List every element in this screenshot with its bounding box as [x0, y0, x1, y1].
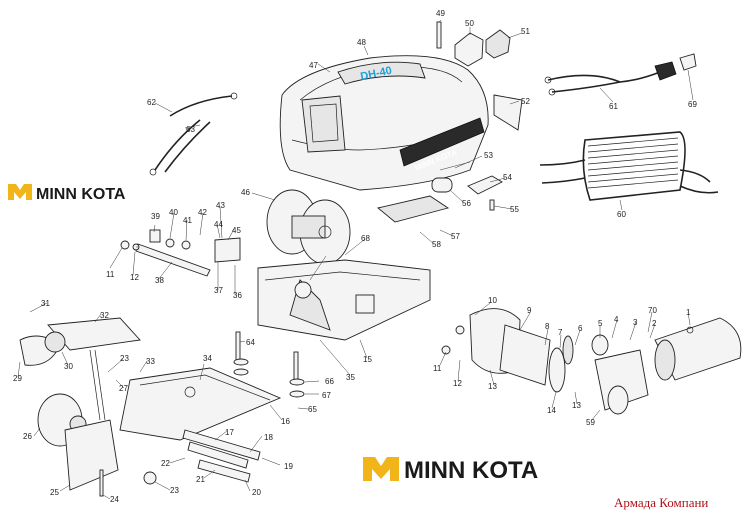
callout-33: 33: [146, 357, 155, 366]
callout-47: 47: [309, 61, 318, 70]
callout-42: 42: [198, 208, 207, 217]
callout-29: 29: [13, 374, 22, 383]
callout-62: 62: [147, 98, 156, 107]
watermark-text: Армада Компани: [614, 495, 708, 510]
callout-12: 12: [130, 273, 139, 282]
callout-10: 10: [488, 296, 497, 305]
callout-67: 67: [322, 391, 331, 400]
callout-57: 57: [451, 232, 460, 241]
callout-48: 48: [357, 38, 366, 47]
callout-11: 11: [106, 270, 115, 279]
callout-53: 53: [484, 151, 493, 160]
callout-35: 35: [346, 373, 355, 382]
callout-22: 22: [161, 459, 170, 468]
callout-3: 3: [633, 318, 638, 327]
callout-18: 18: [264, 433, 273, 442]
callout-49: 49: [436, 9, 445, 18]
callout-7: 7: [558, 328, 563, 337]
callout-45: 45: [232, 226, 241, 235]
callout-44: 44: [214, 220, 223, 229]
callout-41: 41: [183, 216, 192, 225]
callout-66: 66: [325, 377, 334, 386]
minn-kota-logo-text: MINN KOTA: [36, 186, 126, 203]
callout-15: 15: [363, 355, 372, 364]
switch-board-parts: [377, 161, 503, 223]
callout-25: 25: [50, 488, 59, 497]
minn-kota-logo-text: MINN KOTA: [404, 457, 538, 484]
callout-1: 1: [686, 308, 691, 317]
callout-51: 51: [521, 27, 530, 36]
callout-23: 23: [170, 486, 179, 495]
callout-38: 38: [155, 276, 164, 285]
mount-hardware: [233, 331, 305, 398]
wire-harness: [544, 53, 697, 96]
callout-37: 37: [214, 286, 223, 295]
ground-cable: [149, 92, 238, 176]
callout-69: 69: [688, 100, 697, 109]
callout-63: 63: [186, 125, 195, 134]
callout-16: 16: [281, 417, 290, 426]
roller-pins: [143, 429, 261, 485]
callout-2: 2: [652, 319, 657, 328]
callout-14: 14: [547, 406, 556, 415]
callout-17: 17: [225, 428, 234, 437]
callout-12: 12: [453, 379, 462, 388]
callout-56: 56: [462, 199, 471, 208]
pivot-pin-assembly: [120, 229, 241, 277]
callout-55: 55: [510, 205, 519, 214]
callout-11: 11: [433, 364, 442, 373]
callout-65: 65: [308, 405, 317, 414]
minn-kota-logo-bottom: MINN KOTA: [363, 457, 538, 484]
callout-54: 54: [503, 173, 512, 182]
callout-24: 24: [110, 495, 119, 504]
callout-6: 6: [578, 324, 583, 333]
callout-27: 27: [119, 384, 128, 393]
callout-13: 13: [572, 401, 581, 410]
callout-59: 59: [586, 418, 595, 427]
callout-23: 23: [120, 354, 129, 363]
callout-13: 13: [488, 382, 497, 391]
callout-31: 31: [41, 299, 50, 308]
callout-50: 50: [465, 19, 474, 28]
callout-20: 20: [252, 488, 261, 497]
callout-5: 5: [598, 319, 603, 328]
callout-4: 4: [614, 315, 619, 324]
callout-39: 39: [151, 212, 160, 221]
callout-52: 52: [521, 97, 530, 106]
callout-19: 19: [284, 462, 293, 471]
minn-kota-logo-top: MINN KOTA: [8, 184, 126, 203]
callout-8: 8: [545, 322, 550, 331]
callout-58: 58: [432, 240, 441, 249]
callout-68: 68: [361, 234, 370, 243]
minn-kota-emblem-icon: [363, 457, 399, 481]
callout-labels: 1 2 3 4 5 6 7 8 9 10 11 11 12 12 13 13 1…: [13, 9, 697, 504]
line-spool: [266, 189, 351, 265]
callout-64: 64: [246, 338, 255, 347]
battery-cable-coil: [539, 131, 719, 201]
switch-parts: [436, 21, 523, 131]
callout-30: 30: [64, 362, 73, 371]
callout-26: 26: [23, 432, 32, 441]
gear-train-assembly: [441, 308, 742, 415]
callout-36: 36: [233, 291, 242, 300]
callout-61: 61: [609, 102, 618, 111]
callout-9: 9: [527, 306, 532, 315]
motor-cover: DH-40 MINN KOTA: [279, 55, 489, 191]
callout-32: 32: [100, 311, 109, 320]
leader-lines: [17, 19, 694, 500]
callout-60: 60: [617, 210, 626, 219]
callout-70: 70: [648, 306, 657, 315]
bow-roller-assembly: [19, 317, 141, 497]
callout-40: 40: [169, 208, 178, 217]
callout-34: 34: [203, 354, 212, 363]
base-plate: [119, 367, 282, 441]
minn-kota-emblem-icon: [8, 184, 32, 200]
main-frame: [257, 259, 431, 341]
callout-21: 21: [196, 475, 205, 484]
callout-43: 43: [216, 201, 225, 210]
callout-46: 46: [241, 188, 250, 197]
